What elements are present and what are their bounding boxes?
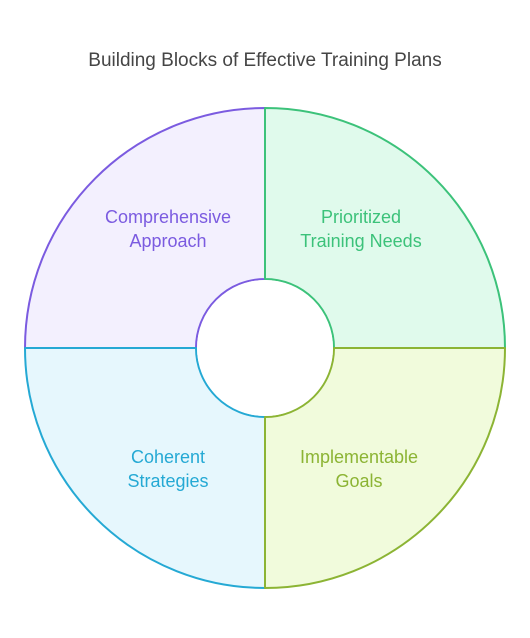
quadrant-bottom-right-label-line1: Implementable (300, 447, 418, 467)
quadrant-bottom-right: Implementable Goals (264, 347, 506, 589)
diagram-title: Building Blocks of Effective Training Pl… (88, 50, 442, 71)
quadrant-bottom-left-label-line1: Coherent (131, 447, 205, 467)
quadrant-bottom-right-label-line2: Goals (335, 471, 382, 491)
quadrant-top-left-label-line2: Approach (129, 231, 206, 251)
quadrant-top-right: Prioritized Training Needs (264, 107, 506, 349)
quadrant-top-right-label-line2: Training Needs (300, 231, 421, 251)
quadrant-bottom-left-shape (24, 347, 266, 589)
quadrant-bottom-right-shape (264, 347, 506, 589)
quadrant-top-left-shape (24, 107, 266, 349)
quadrant-top-right-shape (264, 107, 506, 349)
center-hole (197, 280, 333, 416)
quadrant-bottom-left: Coherent Strategies (24, 347, 266, 589)
quadrant-top-left-label-line1: Comprehensive (105, 207, 231, 227)
quadrant-bottom-left-label-line2: Strategies (127, 471, 208, 491)
quadrant-top-right-label-line1: Prioritized (321, 207, 401, 227)
quadrant-top-left: Comprehensive Approach (24, 107, 266, 349)
